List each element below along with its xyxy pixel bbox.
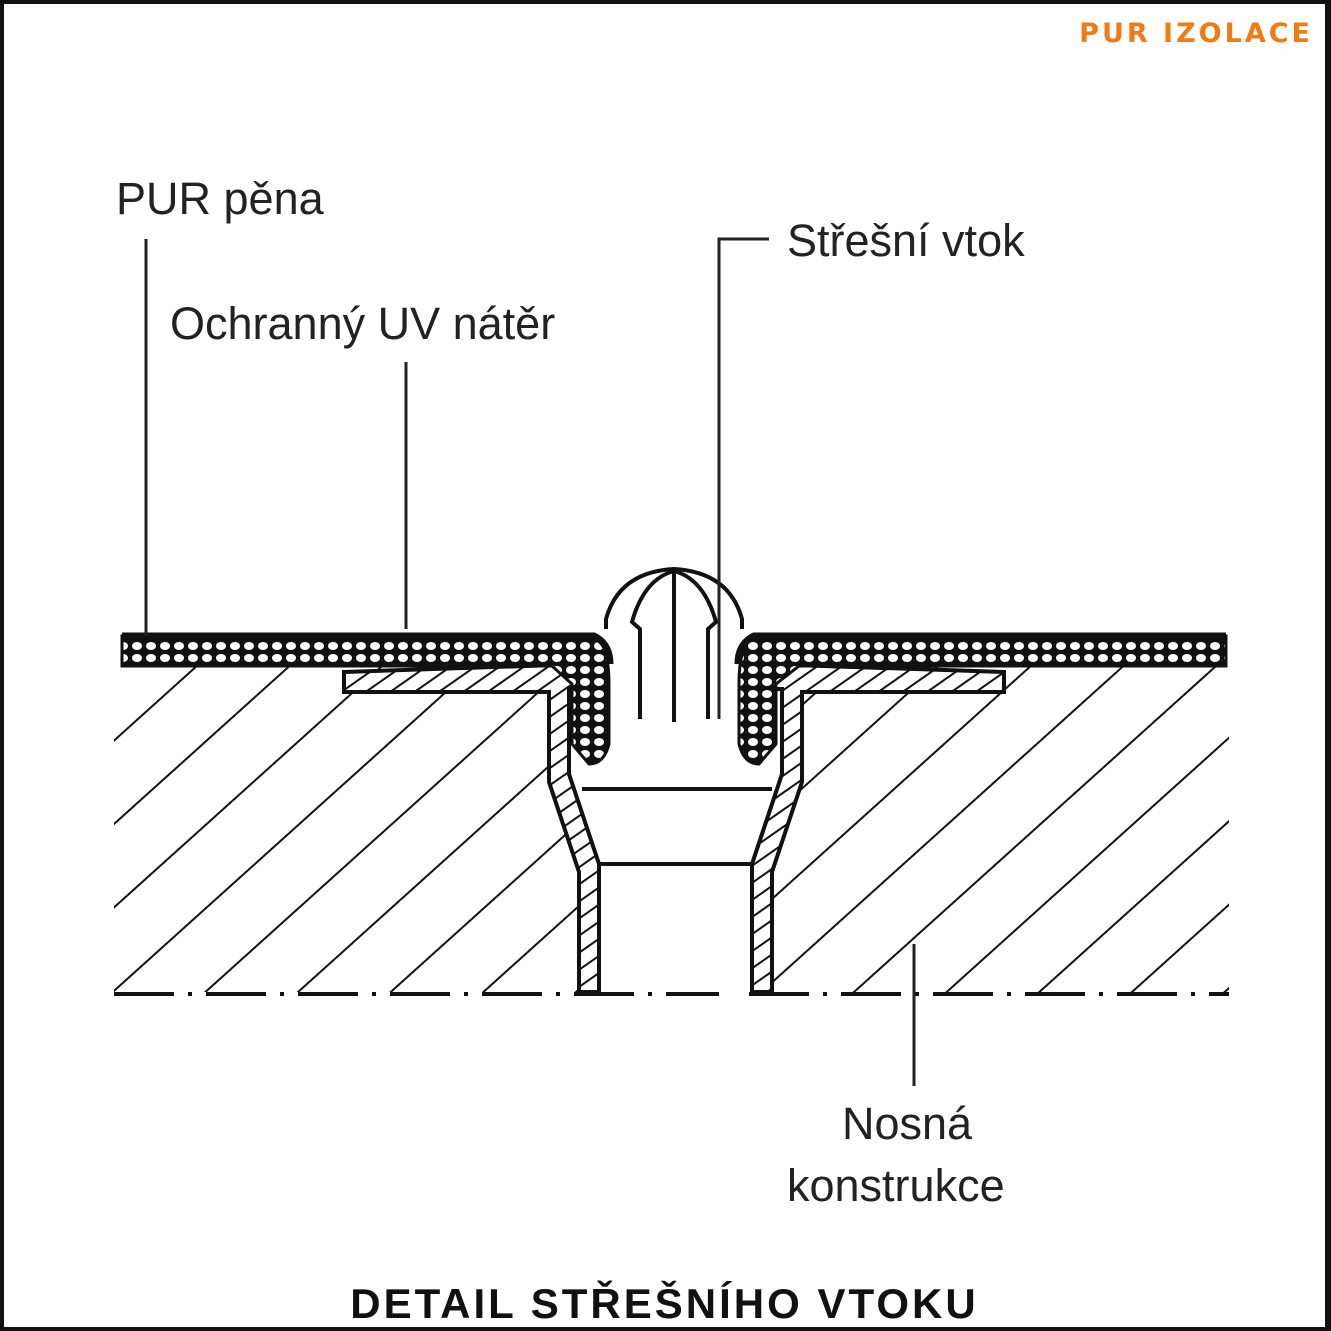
roof-drain-drawing: [114, 237, 1229, 1086]
load-bearing-structure: [114, 666, 1229, 996]
label-uv-coating: Ochranný UV nátěr: [170, 298, 556, 349]
label-structure-line2: konstrukce: [787, 1160, 1005, 1211]
drain-dome: [604, 566, 744, 722]
brand-logo: PUR IZOLACE: [1079, 18, 1313, 49]
label-pur-foam: PUR pěna: [116, 173, 324, 224]
label-structure-line1: Nosná: [842, 1098, 973, 1149]
pur-foam-layer: [120, 632, 1228, 766]
diagram-title: DETAIL STŘEŠNÍHO VTOKU: [350, 1280, 979, 1327]
label-roof-drain: Střešní vtok: [787, 215, 1025, 266]
leader-lines: [144, 237, 916, 1086]
